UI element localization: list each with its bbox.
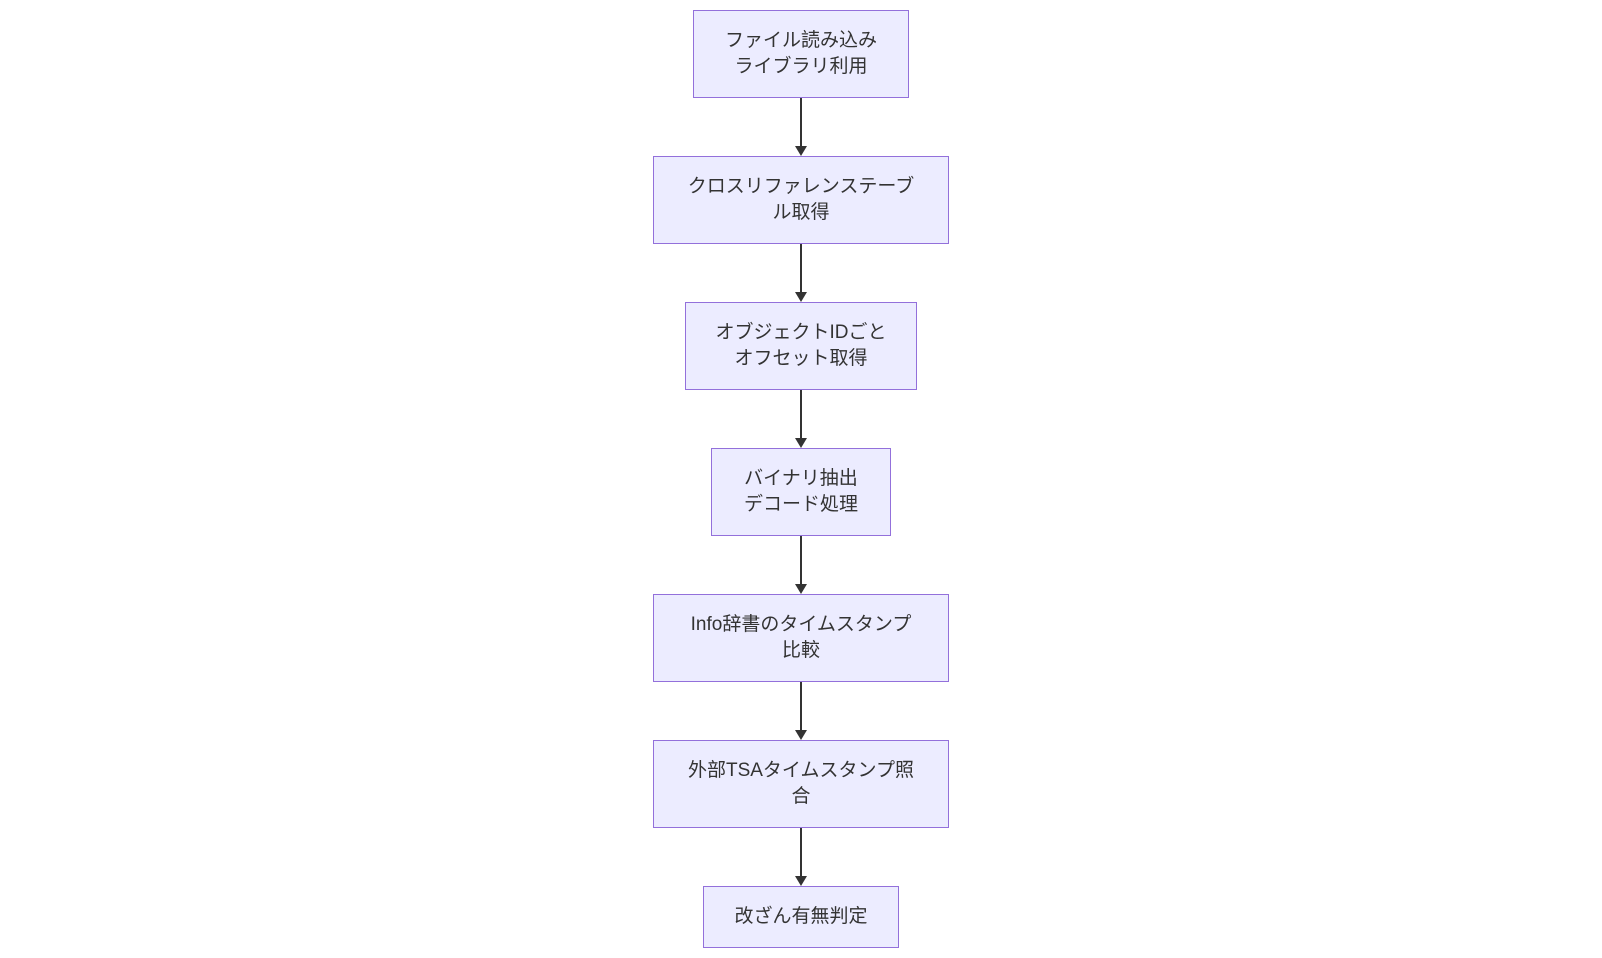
arrowhead-down-icon: [795, 292, 807, 302]
flow-arrow-down: [794, 828, 808, 886]
flow-node-xref-table: クロスリファレンステーブ ル取得: [653, 156, 949, 244]
flow-node-tamper-result: 改ざん有無判定: [703, 886, 899, 948]
arrowhead-down-icon: [795, 876, 807, 886]
arrowhead-down-icon: [795, 146, 807, 156]
flow-node-label: 改ざん有無判定: [734, 906, 868, 927]
flow-node-label: バイナリ抽出 デコード処理: [743, 468, 858, 515]
arrowhead-down-icon: [795, 730, 807, 740]
flow-arrow-down: [794, 390, 808, 448]
flow-node-object-offsets: オブジェクトIDごと オフセット取得: [685, 302, 917, 390]
flow-node-label: Info辞書のタイムスタンプ 比較: [690, 614, 912, 661]
flow-node-read-file: ファイル読み込み ライブラリ利用: [693, 10, 909, 98]
flow-node-tsa-verify: 外部TSAタイムスタンプ照 合: [653, 740, 949, 828]
arrowhead-down-icon: [795, 438, 807, 448]
flow-node-label: オブジェクトIDごと オフセット取得: [715, 322, 887, 369]
flow-node-label: クロスリファレンステーブ ル取得: [687, 176, 915, 223]
arrowhead-down-icon: [795, 584, 807, 594]
flow-node-binary-decode: バイナリ抽出 デコード処理: [711, 448, 891, 536]
flow-arrow-down: [794, 244, 808, 302]
flow-arrow-down: [794, 98, 808, 156]
flow-node-info-timestamp: Info辞書のタイムスタンプ 比較: [653, 594, 949, 682]
flow-arrow-down: [794, 682, 808, 740]
flow-arrow-down: [794, 536, 808, 594]
flow-node-label: ファイル読み込み ライブラリ利用: [724, 30, 877, 77]
flow-node-label: 外部TSAタイムスタンプ照 合: [687, 760, 914, 807]
flowchart: ファイル読み込み ライブラリ利用 クロスリファレンステーブ ル取得 オブジェクト…: [653, 10, 949, 948]
